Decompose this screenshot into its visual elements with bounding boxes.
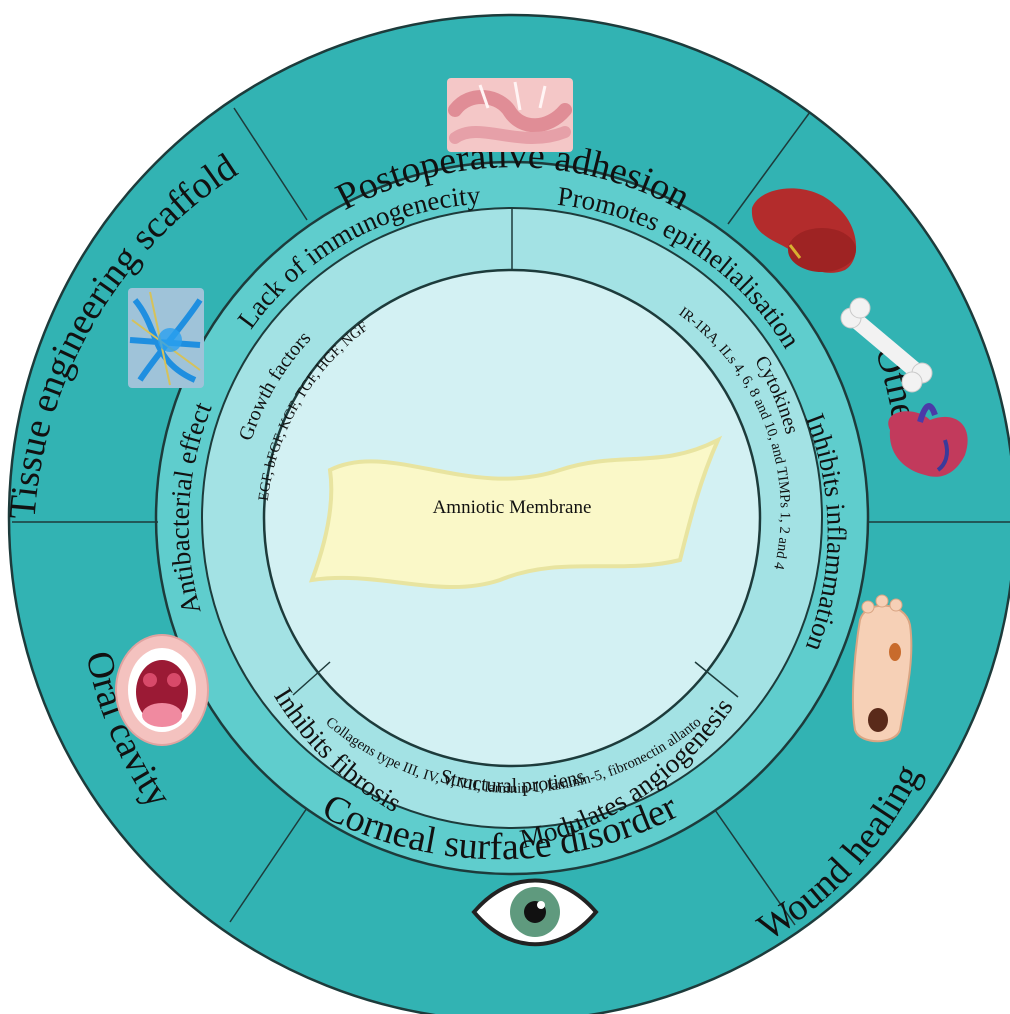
scaffold-icon (128, 288, 204, 388)
mouth-icon (116, 635, 208, 745)
center-title: Amniotic Membrane (433, 497, 592, 518)
intestine-icon (447, 78, 573, 152)
foot-wound-icon (853, 595, 911, 741)
